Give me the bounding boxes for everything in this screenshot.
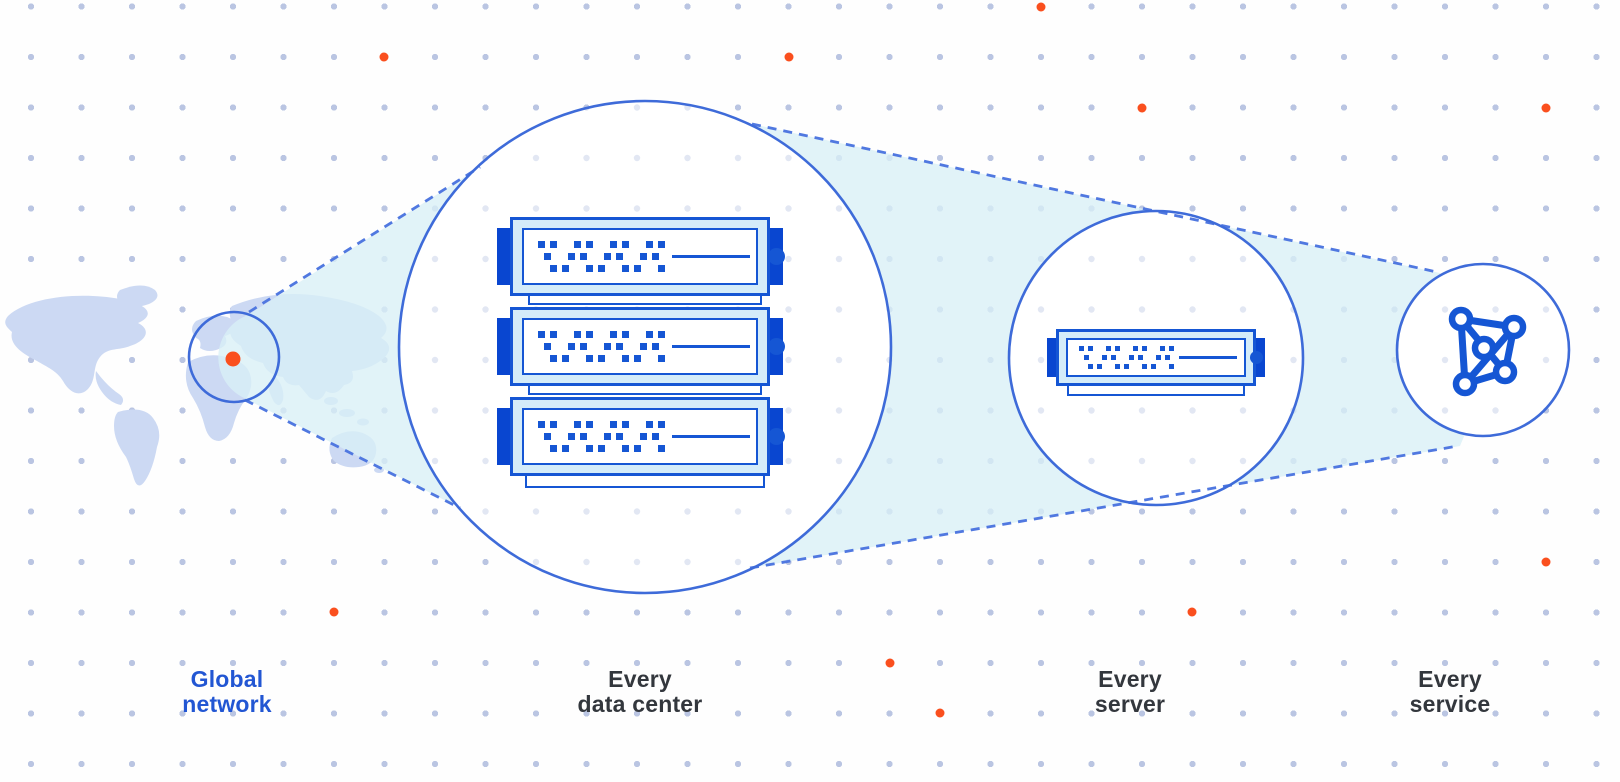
label-line: Global <box>190 666 264 692</box>
accent-dot <box>1036 2 1046 12</box>
rack-ear-left <box>497 228 513 285</box>
server-led-dot <box>768 248 785 265</box>
server-dot-matrix <box>538 421 672 452</box>
server-line <box>672 345 750 348</box>
map-location-marker <box>225 351 241 367</box>
server-line <box>672 435 750 438</box>
accent-dot <box>784 52 794 62</box>
accent-dot <box>1187 607 1197 617</box>
server-line <box>1179 356 1237 359</box>
server-line <box>672 255 750 258</box>
server-led-dot <box>1250 351 1263 364</box>
server-panel <box>522 228 785 285</box>
label-line: server <box>1094 691 1166 717</box>
label-global-network: Global network <box>182 667 272 717</box>
label-every-data-center: Every data center <box>578 667 703 717</box>
label-every-server: Every server <box>1095 667 1165 717</box>
label-line: service <box>1409 691 1491 717</box>
map-highlight-circle <box>187 310 281 404</box>
server-led-dot <box>768 338 785 355</box>
server-dot-matrix <box>538 241 672 272</box>
zoom-dashed-lines <box>244 122 1459 570</box>
accent-dot <box>379 52 389 62</box>
rack-ear-left <box>497 318 513 375</box>
label-line: Every <box>1098 666 1162 692</box>
accent-dot <box>935 708 945 718</box>
label-line: data center <box>577 691 703 717</box>
label-line: Every <box>1418 666 1482 692</box>
accent-dot <box>1541 557 1551 567</box>
rack-ear-left <box>497 408 513 465</box>
server-led-dot <box>768 428 785 445</box>
accent-dot <box>1137 103 1147 113</box>
label-line: network <box>182 691 272 717</box>
server-unit <box>510 307 785 386</box>
datacenter-circle <box>397 99 893 595</box>
server-unit <box>510 217 785 296</box>
mesh-network-icon <box>1448 306 1527 397</box>
server-panel <box>522 408 785 465</box>
server-unit <box>510 397 785 476</box>
accent-dot <box>329 607 339 617</box>
label-line: Every <box>608 666 672 692</box>
label-every-service: Every service <box>1410 667 1491 717</box>
server-dot-matrix <box>538 331 672 362</box>
service-circle <box>1395 262 1571 438</box>
accent-dot <box>885 658 895 668</box>
server-circle <box>1007 209 1305 507</box>
accent-dot <box>1541 103 1551 113</box>
server-dot-matrix <box>1079 346 1179 369</box>
server-panel <box>1066 338 1263 377</box>
server-unit <box>1056 329 1263 386</box>
server-panel <box>522 318 785 375</box>
